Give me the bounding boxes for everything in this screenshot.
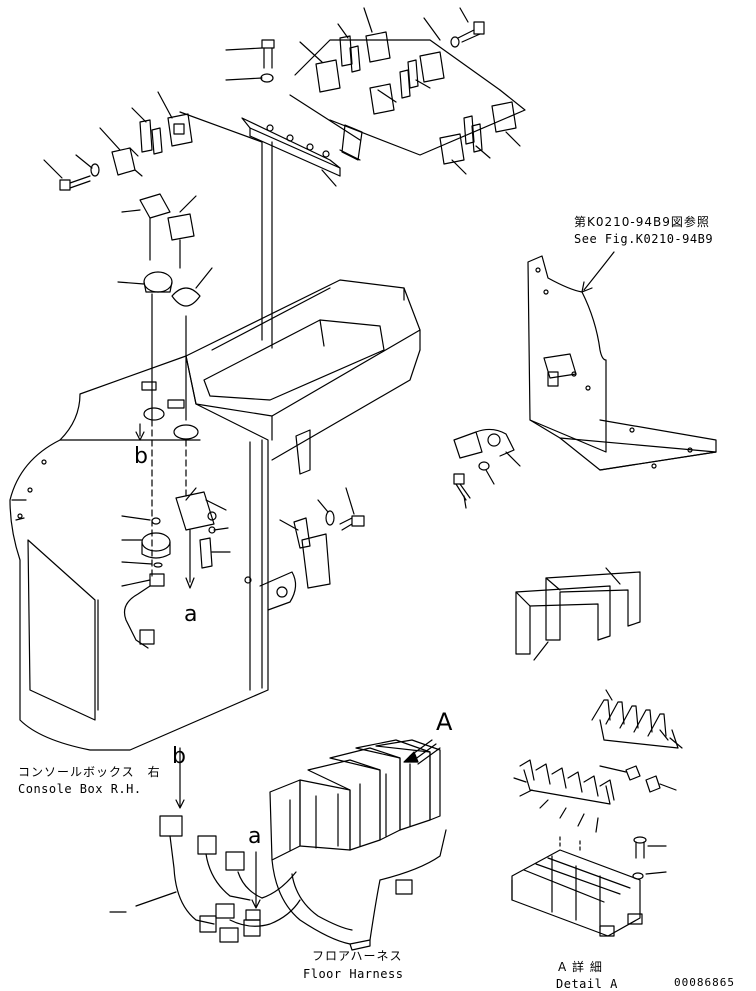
switch-parts (118, 194, 212, 420)
console-box-label-en: Console Box R.H. (18, 782, 142, 796)
side-bolt (340, 516, 364, 530)
relay-5 (370, 84, 394, 114)
bolt-top-2 (458, 22, 484, 42)
relay-7 (440, 134, 464, 164)
detail-screw (634, 837, 646, 858)
floor-harness-label-en: Floor Harness (303, 967, 404, 981)
detail-a-parts (512, 690, 682, 936)
see-figure-label-en: See Fig.K0210-94B9 (574, 232, 714, 246)
key-switch-parts (122, 420, 230, 648)
fuse-box-base (512, 836, 642, 936)
detail-a-label-jp: A 詳 細 (558, 960, 603, 974)
floor-harness-label-jp: フロアハーネス (312, 949, 403, 963)
console-box (10, 280, 420, 750)
console-box-label-jp: コンソールボックス 右 (18, 765, 161, 779)
covers (516, 568, 640, 660)
reference-a-bottom: a (248, 824, 262, 849)
relay-4 (366, 32, 390, 62)
terminal-strip-lower (514, 760, 614, 832)
relay-assembly-top (44, 8, 525, 348)
reference-a-top: a (184, 602, 198, 627)
reference-b-top: b (134, 444, 148, 469)
view-marker-a: A (436, 708, 453, 736)
floor-harness (110, 740, 446, 950)
detail-a-label-en: Detail A (556, 977, 618, 991)
bolt-left (60, 176, 90, 190)
terminal-strip-upper (592, 690, 682, 748)
relay-1 (112, 148, 142, 176)
bracket-bolt (454, 474, 470, 500)
reference-b-bottom: b (172, 744, 186, 769)
see-figure-label-jp: 第K0210-94B9図参照 (574, 215, 710, 229)
relay-6 (420, 52, 444, 82)
relay-2 (168, 114, 192, 146)
relay-3 (316, 60, 340, 92)
bolt-top-1 (262, 40, 274, 68)
drawing-number: 00086865 (674, 976, 735, 989)
side-relay (280, 488, 364, 588)
mounting-bracket (454, 252, 716, 508)
relay-8 (492, 102, 516, 132)
